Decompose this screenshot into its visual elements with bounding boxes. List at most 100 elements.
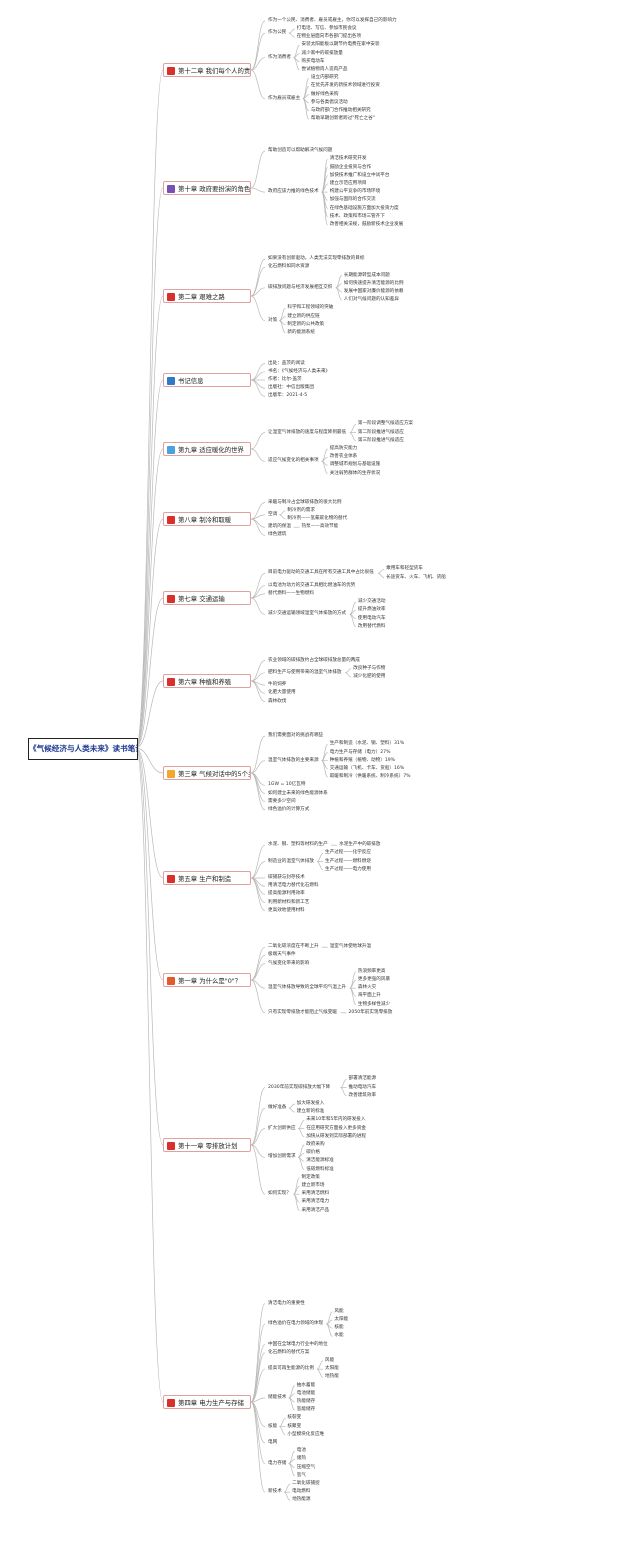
branch-item[interactable]: 出版年：2021-4-5: [268, 393, 308, 399]
leaf-item[interactable]: 核聚变: [287, 1423, 302, 1429]
leaf-item[interactable]: 如何快速提升清洁能源的比例: [343, 280, 404, 286]
leaf-item[interactable]: 电力生产与存储（电力）27%: [329, 749, 391, 755]
leaf-item[interactable]: 推动电动汽车: [348, 1084, 377, 1090]
leaf-item[interactable]: 建立新的供应链: [287, 313, 320, 319]
leaf-item[interactable]: 人们对气候问题的认知差异: [343, 297, 399, 303]
branch-item[interactable]: 利用新材料和新工艺: [268, 899, 310, 905]
leaf-item[interactable]: 制冷剂——氢氟碳化物的替代: [287, 516, 348, 521]
leaf-item[interactable]: 种植和养殖（植物、动物）19%: [329, 757, 396, 763]
branch-item[interactable]: 出处：盖茨的阅读: [268, 360, 305, 366]
leaf-item[interactable]: 储热: [296, 1456, 306, 1462]
leaf-item[interactable]: 取暖和制冷（供暖系统、制冷系统）7%: [329, 774, 411, 780]
chapter-ch1[interactable]: 第一章 为什么是"0"？: [163, 973, 251, 987]
leaf-item[interactable]: 生产和制造（水泥、钢、塑料）31%: [329, 741, 405, 747]
leaf-item[interactable]: 电池: [296, 1448, 306, 1454]
branch-item[interactable]: 更高效地使用材料: [268, 907, 305, 913]
leaf-item[interactable]: 电动燃料: [292, 1489, 311, 1495]
leaf-item[interactable]: 在应用研究方面投入更多资金: [306, 1125, 366, 1131]
leaf-item[interactable]: 电池储能: [296, 1390, 316, 1396]
branch-item[interactable]: 气候变化带来的影响: [268, 960, 310, 966]
branch-item[interactable]: 适应气候变化的相关事项: [268, 458, 319, 464]
leaf-item[interactable]: 水能: [334, 1333, 344, 1339]
branch-item[interactable]: 替代燃料——生物燃料: [268, 590, 314, 596]
branch-item[interactable]: 需要多少空间: [268, 798, 296, 804]
leaf-item[interactable]: 设立内部研究: [310, 75, 339, 81]
leaf-item[interactable]: 在绿色基础设施方面加大投资力度: [329, 205, 399, 211]
leaf-item[interactable]: 抽水蓄能: [296, 1382, 316, 1388]
chapter-ch6[interactable]: 第六章 种植和养殖: [163, 674, 251, 688]
leaf-item[interactable]: 热能储存: [296, 1399, 316, 1404]
leaf-item[interactable]: 交通运输（飞机、卡车、货船）16%: [329, 765, 405, 771]
branch-item[interactable]: 电力存储: [268, 1460, 287, 1466]
leaf-item[interactable]: 改善相关法规，鼓励新技术企业发展: [329, 221, 404, 227]
branch-item[interactable]: 出版社：中信出版集团: [268, 385, 314, 391]
branch-item[interactable]: 新技术: [268, 1489, 282, 1495]
branch-item[interactable]: 建筑的保温: [268, 524, 291, 530]
root-topic[interactable]: 《气候经济与人类未来》读书笔记: [28, 738, 138, 760]
leaf-item[interactable]: 减少化肥的使用: [353, 673, 386, 679]
leaf-item[interactable]: 氢能储存: [296, 1407, 316, 1413]
leaf-item[interactable]: 参与各类倡议活动: [310, 99, 348, 105]
leaf-item[interactable]: 2050年前实现零排放: [348, 1009, 393, 1015]
leaf-item[interactable]: 清洁技术研究开发: [329, 156, 367, 162]
leaf-item[interactable]: 建立新市场: [301, 1183, 325, 1188]
branch-item[interactable]: 作为雇员或雇主: [268, 95, 301, 101]
leaf-item[interactable]: 科学和工程领域的突破: [287, 305, 334, 311]
leaf-item[interactable]: 在优先开发的新技术领域进行投资: [310, 83, 380, 89]
leaf-item[interactable]: 地热能源: [292, 1497, 311, 1503]
leaf-item[interactable]: 在物业层面向市各部门提出各项: [296, 34, 362, 40]
leaf-item[interactable]: 部署清洁能源: [348, 1076, 377, 1082]
leaf-item[interactable]: 尝试植物肉人造肉产品: [301, 67, 348, 72]
leaf-item[interactable]: 关注弱势群体的生存状况: [329, 470, 381, 476]
leaf-item[interactable]: 风能: [334, 1308, 344, 1314]
leaf-item[interactable]: 购买电动车: [301, 58, 325, 64]
leaf-item[interactable]: 乘用车和轻型货车: [386, 566, 423, 572]
leaf-item[interactable]: 加快技术推广和设立中试平台: [329, 172, 390, 178]
branch-item[interactable]: 帮助创造可以帮助解决气候问题: [268, 148, 333, 154]
leaf-item[interactable]: 核裂变: [287, 1415, 302, 1421]
leaf-item[interactable]: 核能: [334, 1325, 344, 1331]
branch-item[interactable]: 化肥大量使用: [268, 690, 296, 696]
leaf-item[interactable]: 改良种子与作物: [353, 665, 386, 671]
chapter-ch10[interactable]: 第十章 政府要扮演的角色: [163, 181, 251, 195]
leaf-item[interactable]: 制定新的公共政策: [287, 321, 325, 327]
branch-item[interactable]: 只有实现零排放才能阻止气候变暖: [268, 1009, 337, 1015]
chapter-ch8[interactable]: 第八章 制冷和取暖: [163, 512, 251, 526]
leaf-item[interactable]: 第三阶段推进气候适应: [357, 437, 404, 443]
branch-item[interactable]: 牛的饲养: [268, 682, 287, 688]
branch-item[interactable]: 森林砍伐: [268, 698, 287, 704]
leaf-item[interactable]: 二氧化碳捕捉: [292, 1481, 320, 1486]
leaf-item[interactable]: 技术、政策和市场三管齐下: [329, 213, 385, 219]
leaf-item[interactable]: 与政府部门合作推动相关研究: [310, 108, 371, 113]
leaf-item[interactable]: 加快从研发到实际部署的进程: [306, 1133, 366, 1139]
leaf-item[interactable]: 采用清洁电力: [301, 1199, 330, 1205]
chapter-ch7[interactable]: 第七章 交通运输: [163, 591, 251, 605]
leaf-item[interactable]: 太阳能: [334, 1317, 349, 1322]
leaf-item[interactable]: 帮助早期创新者跨过"死亡之谷": [310, 116, 375, 122]
branch-item[interactable]: 减少交通运输领域温室气体排放的方式: [268, 611, 347, 617]
branch-item[interactable]: 如何实现？: [268, 1191, 291, 1197]
leaf-item[interactable]: 打电话、写信、参加市民会议: [296, 26, 357, 31]
leaf-item[interactable]: 构建公平竞争的市场环境: [329, 189, 381, 195]
branch-item[interactable]: 核能: [268, 1423, 278, 1429]
leaf-item[interactable]: 风能: [325, 1358, 335, 1363]
branch-item[interactable]: 1GW = 10亿瓦特: [268, 782, 306, 788]
leaf-item[interactable]: 调整城市规划与基础设施: [329, 462, 381, 468]
branch-item[interactable]: 如果没有创新驱动，人类无法实现零排放的目标: [268, 256, 365, 262]
branch-item[interactable]: 农业领域的碳排放约占全球碳排放总量的两成: [268, 657, 360, 663]
chapter-info[interactable]: 书记信息: [163, 373, 251, 387]
branch-item[interactable]: 如何建立未来的绿色能源体系: [268, 790, 328, 796]
leaf-item[interactable]: 加强与国际的合作交流: [329, 197, 376, 203]
leaf-item[interactable]: 氢气: [296, 1472, 306, 1478]
branch-item[interactable]: 极端天气事件: [268, 952, 296, 958]
branch-item[interactable]: 作为公民: [268, 30, 287, 36]
branch-item[interactable]: 政府应该力推的绿色技术: [268, 189, 319, 195]
leaf-item[interactable]: 小型模块化反应堆: [287, 1431, 325, 1437]
leaf-item[interactable]: 做好绿色采购: [310, 91, 339, 97]
branch-item[interactable]: 中国在全球电力行业中的地位: [268, 1341, 328, 1347]
chapter-ch11[interactable]: 第十一章 零排放计划: [163, 1138, 251, 1152]
leaf-item[interactable]: 热泵——高效节能: [301, 524, 339, 530]
leaf-item[interactable]: 建立示范应用项目: [329, 180, 367, 186]
branch-item[interactable]: 让温室气体排放的速度与程度降到最低: [268, 429, 347, 435]
chapter-ch12[interactable]: 第十二章 我们每个人的责任: [163, 63, 251, 77]
